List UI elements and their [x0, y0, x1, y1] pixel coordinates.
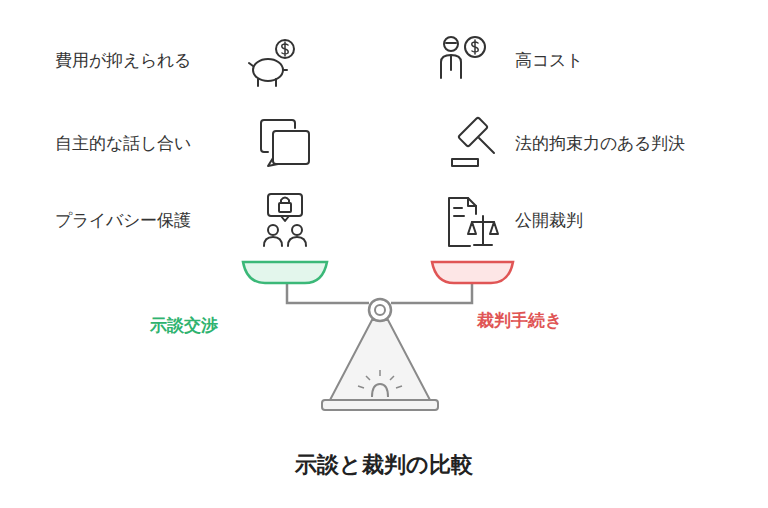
disadvantage-text: 高コスト — [515, 50, 583, 70]
settlement-pan — [243, 262, 327, 283]
discussion-icon — [261, 120, 309, 166]
advantage-text: プライバシー保護 — [55, 210, 191, 230]
gavel-icon — [452, 117, 494, 166]
trial-pan — [432, 262, 513, 283]
side-label: 裁判手続き — [477, 310, 562, 330]
cost-person-icon — [441, 37, 485, 78]
diagram-title: 示談と裁判の比較 — [295, 450, 473, 480]
side-label: 示談交渉 — [150, 315, 218, 335]
court-document-icon — [449, 198, 498, 246]
advantage-text: 自主的な話し合い — [55, 133, 191, 153]
balance-scale — [243, 262, 513, 410]
advantage-text: 費用が抑えられる — [55, 50, 191, 70]
piggy-bank-icon — [249, 40, 294, 86]
privacy-icon — [264, 194, 306, 246]
feature-text: 公開裁判 — [515, 210, 583, 230]
feature-text: 法的拘束力のある判決 — [515, 133, 685, 153]
